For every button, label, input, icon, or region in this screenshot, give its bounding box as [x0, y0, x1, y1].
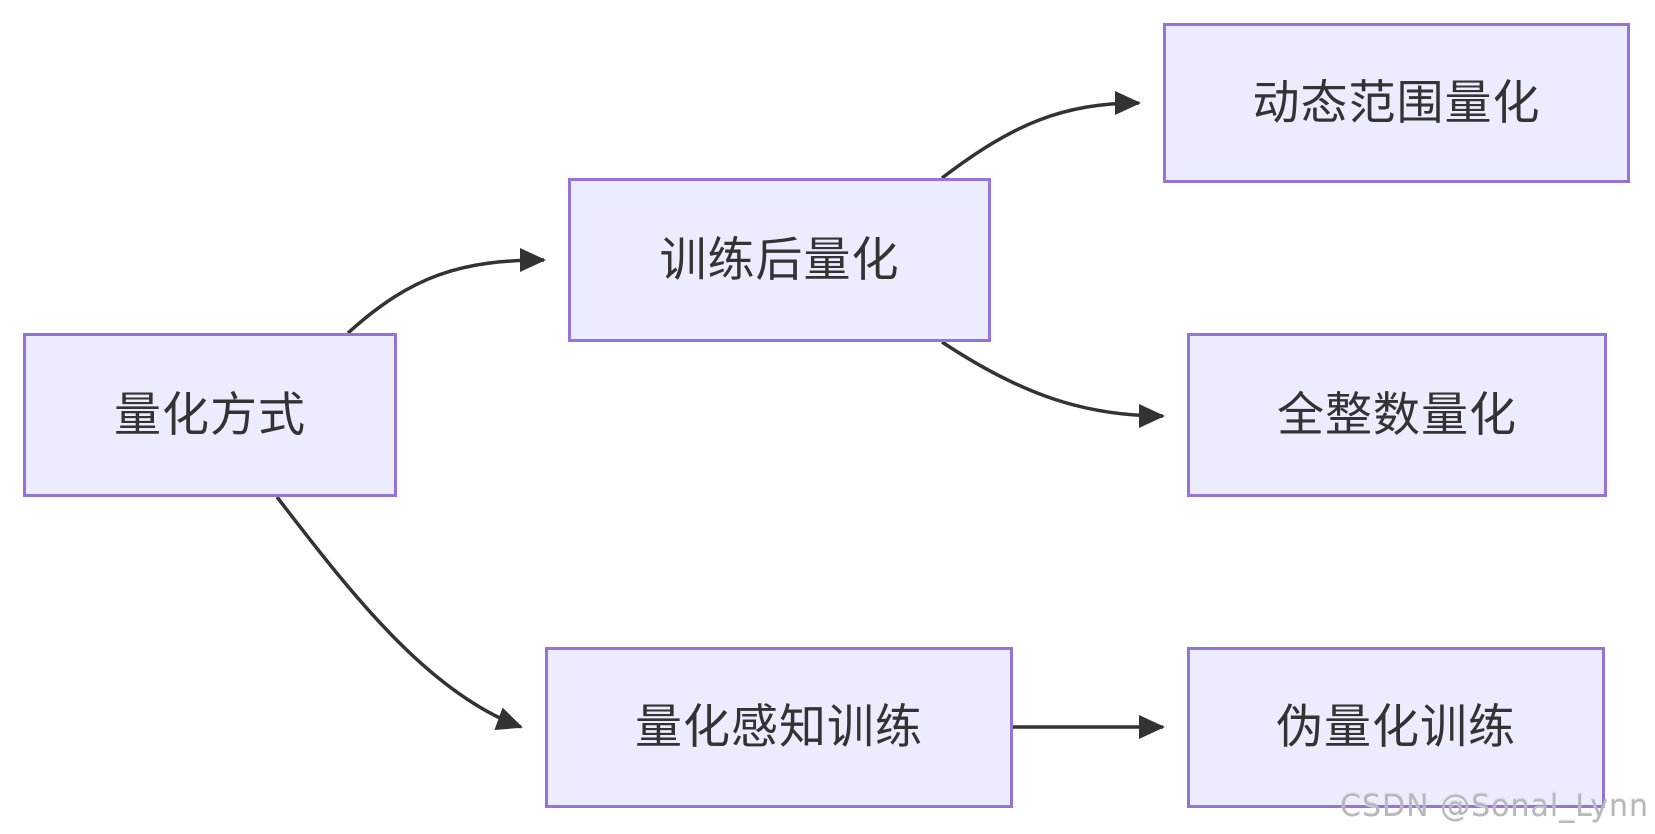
- node-fake-quantization-training: 伪量化训练: [1187, 647, 1605, 808]
- node-label: 动态范围量化: [1252, 75, 1541, 131]
- node-full-integer-quantization: 全整数量化: [1187, 333, 1607, 497]
- node-label: 全整数量化: [1277, 387, 1517, 443]
- node-label: 量化方式: [114, 387, 306, 443]
- edge-ptq-to-full-integer: [941, 340, 1165, 428]
- node-quantization-methods: 量化方式: [23, 333, 397, 497]
- edge-root-to-ptq: [346, 248, 546, 335]
- edge-ptq-to-dynamic-range: [940, 91, 1141, 180]
- node-dynamic-range-quantization: 动态范围量化: [1163, 23, 1630, 183]
- node-label: 训练后量化: [659, 232, 900, 288]
- node-label: 量化感知训练: [635, 700, 923, 755]
- node-label: 伪量化训练: [1276, 700, 1516, 755]
- node-post-training-quantization: 训练后量化: [568, 178, 991, 342]
- node-quantization-aware-training: 量化感知训练: [545, 647, 1013, 808]
- edge-root-to-qat: [275, 495, 523, 731]
